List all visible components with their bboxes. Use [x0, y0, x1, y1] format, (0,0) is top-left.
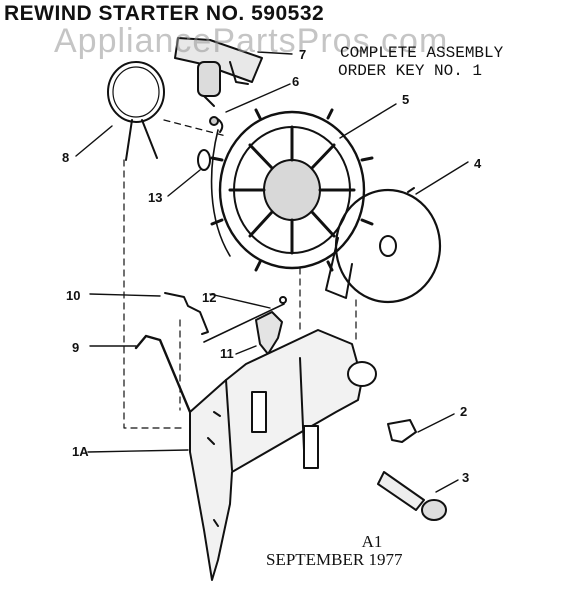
- callout-12: 12: [202, 290, 217, 305]
- callout-11: 11: [220, 346, 234, 361]
- part-8-ring-spring: [107, 61, 165, 161]
- assembly-guide-lines: [123, 119, 357, 429]
- diagram-title: REWIND STARTER NO. 590532: [4, 2, 325, 25]
- watermark-logo: AppliancePartsPros.com: [54, 22, 449, 60]
- part-2-clip: [387, 419, 417, 443]
- part-10-clip: [164, 292, 209, 335]
- part-7-handle: [174, 37, 263, 107]
- part-9-wire: [134, 334, 192, 414]
- part-1a-bracket: [189, 329, 377, 581]
- part-11-pawl: [255, 311, 283, 355]
- stamp-code: A1: [361, 532, 383, 551]
- stamp-date: SEPTEMBER 1977: [266, 550, 403, 569]
- callout-5: 5: [402, 92, 410, 107]
- callout-7: 7: [299, 47, 307, 62]
- callout-4: 4: [474, 156, 482, 171]
- callout-13: 13: [148, 190, 163, 205]
- part-12-pin: [203, 296, 287, 343]
- part-6-rope: [209, 116, 231, 257]
- callout-3: 3: [462, 470, 470, 485]
- note-complete-assembly: COMPLETE ASSEMBLY: [340, 44, 504, 62]
- part-4-spring-disc: [325, 187, 442, 304]
- note-order-key: ORDER KEY NO. 1: [338, 62, 483, 80]
- leader-lines: [75, 51, 469, 493]
- callout-10: 10: [66, 288, 81, 303]
- part-3-bolt: [377, 471, 447, 521]
- part-13-washer: [197, 149, 211, 171]
- callout-9: 9: [72, 340, 80, 355]
- callout-6: 6: [292, 74, 300, 89]
- callout-8: 8: [62, 150, 70, 165]
- callout-1a: 1A: [72, 444, 89, 459]
- callout-2: 2: [460, 404, 468, 419]
- part-5-pulley: [210, 108, 374, 272]
